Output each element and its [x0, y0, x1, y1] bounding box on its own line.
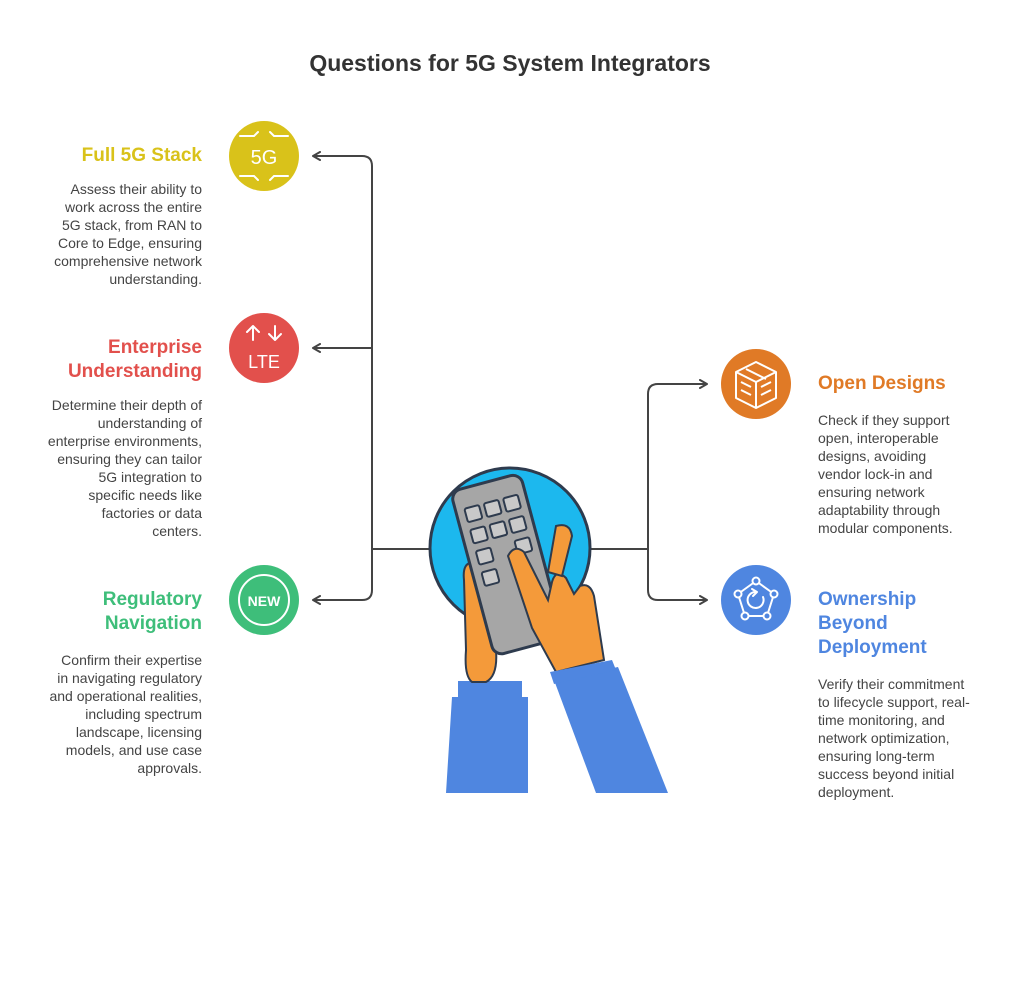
item-description-regulatory-navigation: Confirm their expertise in navigating re… [49, 652, 202, 776]
item-heading-open-designs: Open Designs [818, 373, 946, 394]
connector-regulatory-navigation [312, 549, 373, 605]
item-description-ownership-beyond-deployment: Verify their commitment to lifecycle sup… [818, 676, 970, 800]
cube-icon [721, 349, 791, 419]
item-heading-enterprise-understanding: Enterprise Understanding [67, 337, 202, 382]
connector-open-designs [647, 379, 708, 549]
left-connectors [312, 151, 432, 605]
lifecycle-icon [721, 565, 791, 635]
right-connectors [588, 379, 708, 605]
page-title: Questions for 5G System Integrators [309, 50, 711, 76]
item-description-full-5g-stack: Assess their ability to work across the … [54, 181, 202, 287]
5g-icon-label: 5G [251, 147, 278, 169]
item-description-open-designs: Check if they support open, interoperabl… [818, 412, 953, 536]
lte-icon: LTE [229, 313, 299, 383]
5g-icon: 5G [229, 121, 299, 191]
item-heading-ownership-beyond-deployment: Ownership Beyond Deployment [818, 589, 927, 658]
item-description-enterprise-understanding: Determine their depth of understanding o… [47, 397, 202, 539]
item-heading-regulatory-navigation: Regulatory Navigation [102, 589, 202, 634]
connector-ownership-beyond-deployment [647, 549, 708, 605]
hand-phone-icon [428, 466, 668, 793]
lte-icon-label: LTE [248, 352, 280, 372]
new-badge-icon-label: NEW [248, 593, 281, 609]
new-badge-icon: NEW [229, 565, 299, 635]
connector-full-5g-stack [312, 151, 373, 549]
item-heading-full-5g-stack: Full 5G Stack [81, 145, 202, 166]
